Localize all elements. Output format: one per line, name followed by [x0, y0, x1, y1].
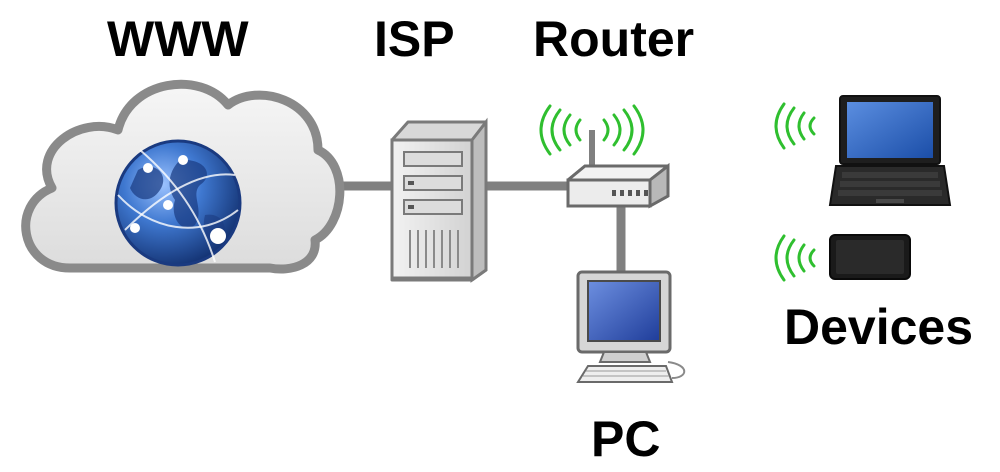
wifi-icon [774, 102, 816, 150]
pc-label: PC [591, 411, 661, 467]
tablet-icon [829, 234, 911, 280]
server-icon [390, 117, 488, 283]
isp-label: ISP [374, 11, 455, 67]
globe-icon [114, 139, 242, 267]
devices-label: Devices [784, 299, 974, 355]
laptop-icon [828, 95, 952, 206]
router-icon [566, 162, 670, 209]
wifi-icon [539, 104, 645, 156]
wifi-icon [774, 234, 816, 282]
router-label: Router [533, 11, 695, 67]
www-label: WWW [107, 11, 249, 67]
pc-icon [576, 270, 686, 383]
